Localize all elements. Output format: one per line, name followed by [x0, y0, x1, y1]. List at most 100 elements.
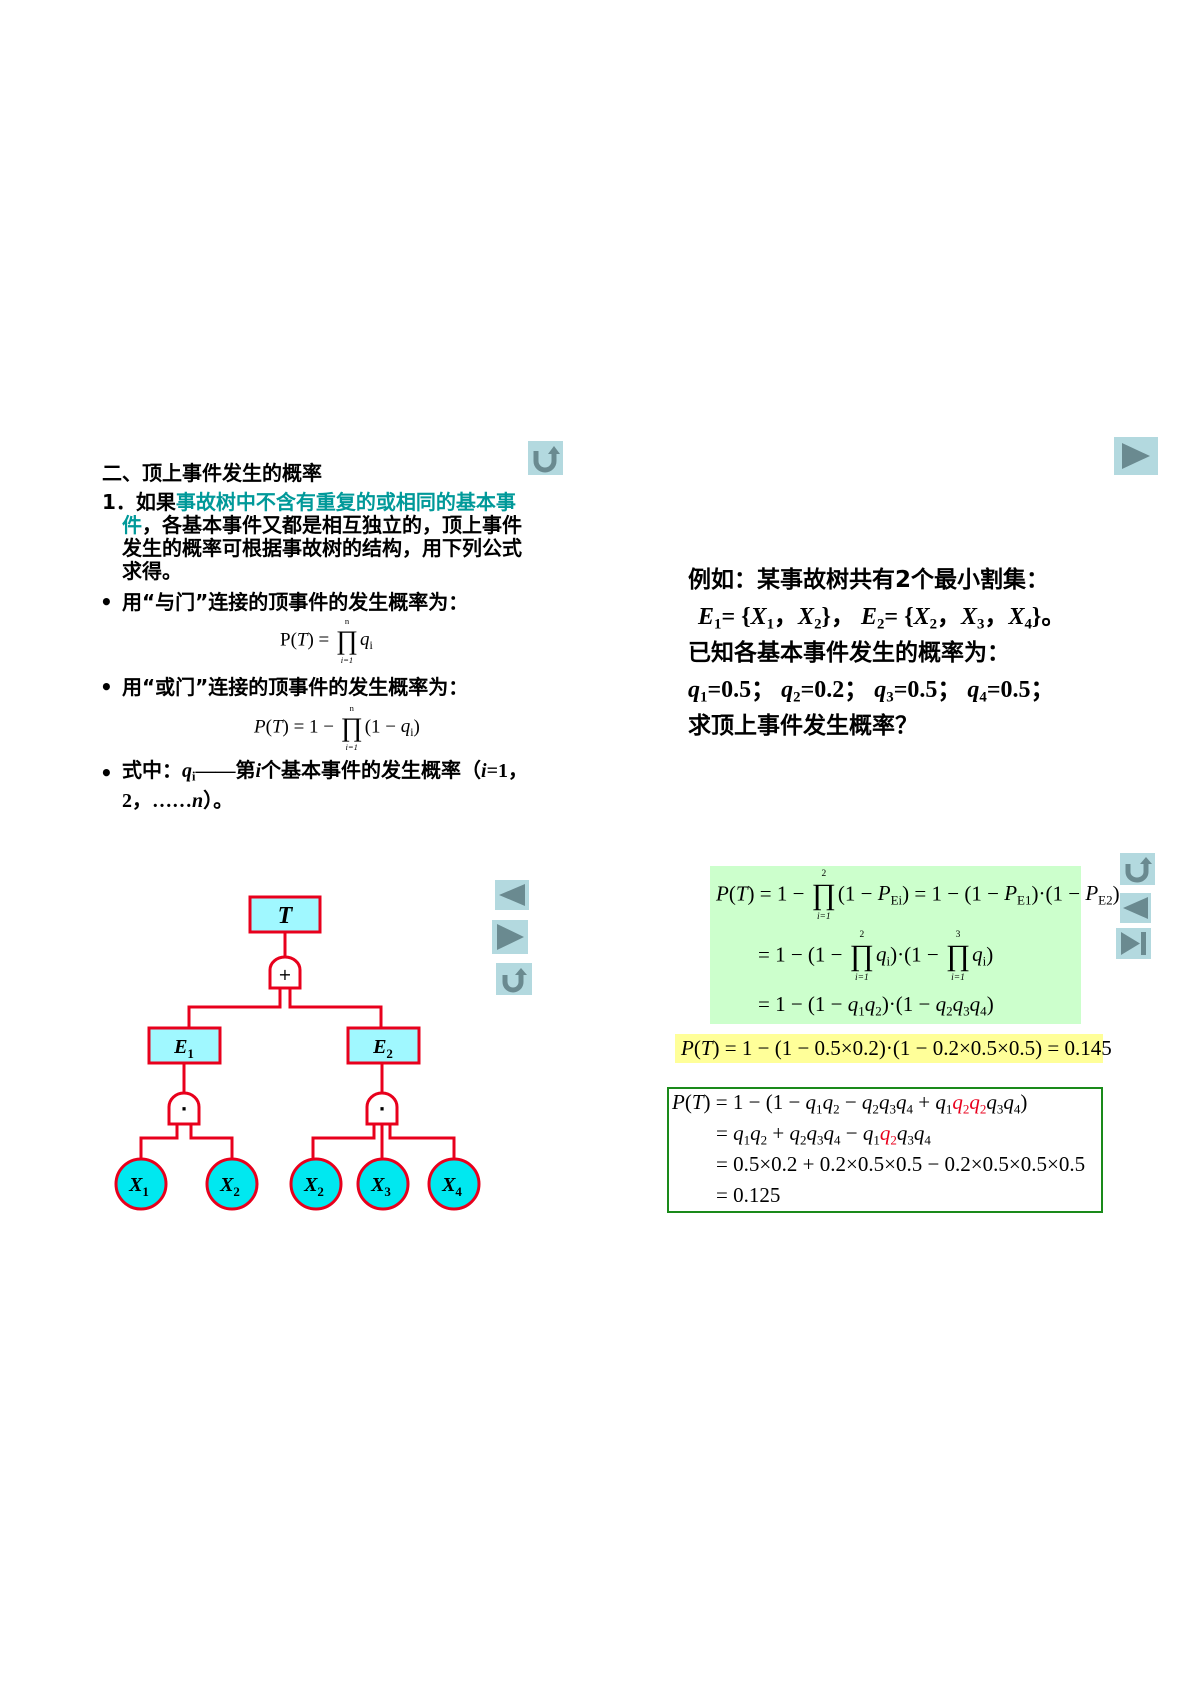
- variable-name: q: [733, 1121, 744, 1145]
- math-variable: T: [297, 629, 308, 650]
- formula-text: ) = 1 −: [282, 716, 339, 738]
- variable-name: q: [967, 677, 980, 703]
- variable-name: q: [874, 677, 887, 703]
- math-variable: q1: [733, 1121, 750, 1147]
- variable-subscript: 1: [816, 1101, 823, 1117]
- product-symbol-icon: ∏: [336, 625, 358, 656]
- example-cutsets: E1= {X1，X2}， E2= {X2，X3，X4}。: [698, 596, 1065, 632]
- variable-name: P: [681, 1036, 694, 1060]
- variable-name: q: [864, 992, 876, 1016]
- math-variable: q2: [952, 1090, 969, 1116]
- variable-name: q: [952, 1090, 963, 1114]
- event-box-e1: [147, 1026, 222, 1065]
- next-button[interactable]: [492, 920, 528, 954]
- and-gate-e2: [365, 1091, 399, 1126]
- math-variable: q4: [967, 677, 986, 705]
- formula-text: (: [290, 629, 297, 651]
- formula-text: = 1 − (1 −: [758, 942, 848, 967]
- variable-subscript: 2: [799, 1132, 807, 1148]
- variable-subscript: i: [886, 953, 891, 969]
- variable-name: i: [255, 760, 262, 782]
- variable-name: P: [716, 881, 729, 906]
- variable-subscript: 1: [945, 1101, 953, 1117]
- return-icon: [502, 968, 527, 993]
- variable-name: q: [896, 1121, 908, 1145]
- formula-text: (1 −: [364, 716, 401, 738]
- previous-button[interactable]: [1120, 893, 1151, 923]
- variable-name: q: [972, 942, 983, 967]
- formula-text: 2，……: [122, 790, 192, 812]
- variable-name: P: [877, 881, 891, 906]
- math-variable: n: [192, 790, 203, 812]
- variable-subscript: 1: [766, 616, 775, 633]
- math-variable: i: [255, 760, 261, 782]
- math-variable: q2: [935, 992, 953, 1018]
- return-button[interactable]: [528, 441, 563, 475]
- last-slide-button[interactable]: [1116, 928, 1151, 959]
- return-button[interactable]: [1120, 853, 1155, 885]
- variable-subscript: 2: [760, 1132, 768, 1148]
- skip-to-end-icon: [1121, 932, 1146, 955]
- product-lower-limit: i=1: [340, 654, 354, 665]
- variable-name: q: [750, 1121, 761, 1145]
- product-upper-limit: 2: [821, 869, 827, 879]
- formula-text: P: [280, 629, 291, 651]
- variable-subscript: 4: [980, 1003, 987, 1019]
- variable-subscript: i: [982, 953, 987, 969]
- variable-name: q: [986, 1090, 997, 1114]
- variable-name: q: [935, 1090, 946, 1114]
- formula-text: = 1 − (1 −: [758, 992, 848, 1016]
- variable-subscript: 3: [816, 1132, 824, 1148]
- formula-text: =0.2；: [800, 677, 875, 703]
- math-variable: q3: [896, 1121, 914, 1147]
- variable-subscript: 2: [979, 1101, 987, 1117]
- formula-text: +: [912, 1090, 936, 1114]
- variable-name: P: [672, 1090, 685, 1114]
- variable-name: T: [735, 881, 748, 906]
- para1-line1: 1．如果事故树中不含有重复的或相同的基本事: [102, 491, 516, 513]
- variable-name: q: [400, 716, 411, 738]
- next-slide-button[interactable]: [1114, 437, 1158, 475]
- numeric-result-panel: P(T) = 1 − (1 − 0.5×0.2)·(1 − 0.2×0.5×0.…: [675, 1034, 1112, 1063]
- previous-button[interactable]: [495, 880, 529, 910]
- expansion-formula-panel: P(T) = 1 − (1 − q1q2 − q2q3q4 + q1q2q2q3…: [667, 1087, 1103, 1213]
- variable-subscript: 2: [814, 616, 822, 633]
- tree-connectors: [139, 932, 456, 1159]
- product-symbol-icon: ∏: [849, 940, 874, 973]
- variable-subscript: 2: [875, 1003, 882, 1019]
- variable-subscript: 1: [700, 689, 708, 706]
- para1-line2: 件，各基本事件又都是相互独立的，顶上事件: [122, 514, 522, 536]
- example-line3: 已知各基本事件发生的概率为：: [688, 640, 1010, 666]
- where-line1: 式中：qi——第i个基本事件的发生概率（i=1，: [122, 760, 528, 783]
- formula-text: = 0.125: [716, 1183, 781, 1207]
- math-variable: q4: [896, 1090, 913, 1116]
- math-variable: qi: [400, 716, 414, 738]
- product-upper-limit: 3: [955, 930, 961, 940]
- product-upper-limit: n: [349, 703, 354, 713]
- math-variable: P: [672, 1090, 685, 1114]
- variable-name: T: [296, 629, 308, 651]
- return-button[interactable]: [496, 963, 532, 995]
- product-lower-limit: i=1: [816, 911, 831, 922]
- variable-name: q: [935, 992, 947, 1016]
- variable-name: P: [254, 716, 266, 738]
- variable-name: E: [860, 604, 877, 630]
- previous-icon: [1123, 897, 1148, 919]
- product-upper-limit: n: [344, 616, 350, 626]
- formula-text: = {: [721, 604, 751, 630]
- variable-name: q: [805, 1090, 817, 1114]
- math-variable: q2: [750, 1121, 768, 1148]
- formula-line: = 0.5×0.2 + 0.2×0.5×0.5 − 0.2×0.5×0.5×0.…: [716, 1152, 1085, 1177]
- formula-text: =0.5；: [707, 677, 782, 703]
- variable-name: q: [875, 942, 887, 967]
- math-variable: X1: [751, 604, 775, 633]
- variable-subscript: i: [369, 639, 373, 653]
- variable-name: q: [862, 1121, 874, 1145]
- variable-name: P: [1085, 881, 1099, 906]
- formula-text: =: [716, 1121, 734, 1145]
- top-event-box: [248, 895, 322, 934]
- variable-name: n: [192, 790, 204, 812]
- formula-text: (: [693, 1036, 701, 1060]
